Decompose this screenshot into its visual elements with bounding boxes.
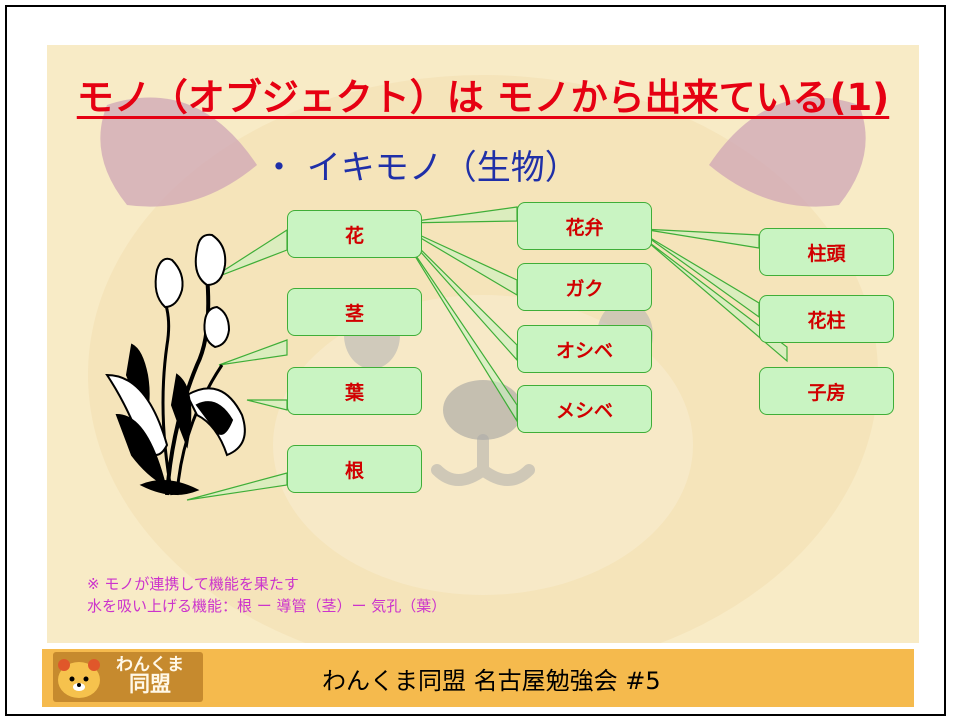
box-stamen: オシベ: [517, 325, 652, 373]
box-stigma: 柱頭: [759, 228, 894, 276]
slide: モノ（オブジェクト）は モノから出来ている(1) ・ イキモノ（生物）: [47, 45, 919, 643]
note-line-2: 水を吸い上げる機能：根 ー 導管（茎）ー 気孔（葉）: [87, 597, 447, 615]
page-frame: モノ（オブジェクト）は モノから出来ている(1) ・ イキモノ（生物）: [5, 5, 946, 716]
box-sepal: ガク: [517, 263, 652, 311]
box-root: 根: [287, 445, 422, 493]
box-petal: 花弁: [517, 202, 652, 250]
box-style: 花柱: [759, 295, 894, 343]
footer-bar: わんくま 同盟 わんくま同盟 名古屋勉強会 #5: [42, 649, 914, 707]
logo-line-2: 同盟: [129, 672, 171, 696]
logo-line-1: わんくま: [116, 655, 184, 675]
slide-title: モノ（オブジェクト）は モノから出来ている(1): [76, 76, 890, 119]
box-flower: 花: [287, 210, 422, 258]
bullet-living-things: ・ イキモノ（生物）: [262, 148, 579, 188]
bear-face-icon: [58, 659, 100, 698]
connector-lines: [186, 206, 788, 501]
logo-text: わんくま 同盟: [105, 655, 195, 696]
note-line-1: ※ モノが連携して機能を果たす: [87, 575, 299, 593]
box-leaf: 葉: [287, 367, 422, 415]
tulip-illustration: [105, 233, 246, 496]
wankuma-logo: わんくま 同盟: [53, 652, 203, 702]
box-pistil: メシベ: [517, 385, 652, 433]
box-ovary: 子房: [759, 367, 894, 415]
footer-caption: わんくま同盟 名古屋勉強会 #5: [322, 667, 661, 695]
box-stem: 茎: [287, 288, 422, 336]
